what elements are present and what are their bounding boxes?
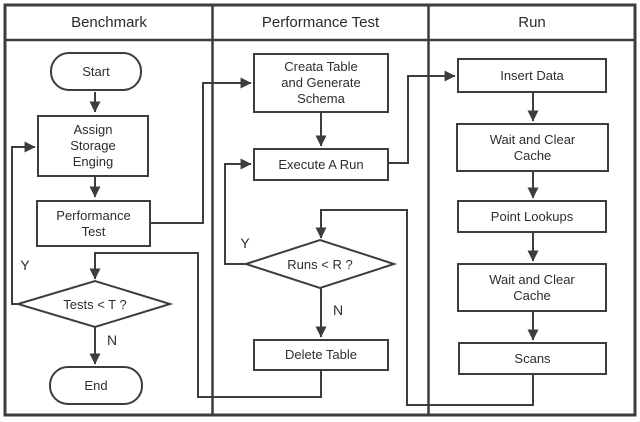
node-label: Delete Table (284, 347, 358, 363)
decision-runs-diamond (242, 238, 398, 290)
node-label: Assign Storage Enging (70, 122, 116, 169)
node-label: Point Lookups (490, 208, 574, 224)
outer-border (3, 3, 637, 417)
node-runs-decision-label: Runs < R ? (287, 256, 353, 272)
node-label: Start (82, 63, 110, 79)
node-label: Wait and Clear Cache (489, 131, 576, 163)
edge-scans-to-runs-decision (315, 209, 534, 406)
edge-performance-test-to-create-table (151, 77, 252, 224)
node-start: Start (50, 52, 142, 91)
edge-execute-run-to-insert-data (389, 70, 456, 164)
edge-label-runs-no: N (332, 302, 344, 318)
lane-header-run: Run (518, 14, 546, 31)
node-label: Wait and Clear Cache (489, 271, 575, 303)
node-label: End (84, 377, 108, 393)
edge-delete-table-to-tests-decision (89, 252, 322, 398)
node-scans: Scans (458, 342, 607, 375)
lane-header-benchmark: Benchmark (71, 14, 147, 31)
node-execute-a-run: Execute A Run (253, 148, 389, 181)
node-label: Insert Data (500, 67, 564, 83)
node-point-lookups: Point Lookups (457, 200, 607, 233)
edge-runs-yes-to-execute-run (224, 158, 252, 265)
edge-label-tests-yes: Y (20, 257, 30, 273)
edge-label-tests-no: N (106, 332, 118, 348)
node-performance-test: Performance Test (36, 200, 151, 247)
node-create-table-generate-schema: Creata Table and Generate Schema (253, 53, 389, 113)
node-insert-data: Insert Data (457, 58, 607, 93)
node-label: Performance Test (56, 207, 131, 239)
node-label: Scans (514, 350, 551, 366)
node-end: End (49, 366, 143, 405)
edge-tests-yes-to-assign (11, 141, 36, 305)
node-assign-storage-engine: Assign Storage Enging (37, 115, 149, 177)
node-wait-and-clear-cache-1: Wait and Clear Cache (456, 123, 609, 172)
decision-tests-diamond (14, 279, 174, 329)
node-delete-table: Delete Table (253, 339, 389, 371)
edge-label-runs-yes: Y (240, 235, 250, 251)
lane-header-performance-test: Performance Test (261, 14, 380, 31)
node-label: Creata Table and Generate Schema (281, 59, 361, 106)
node-wait-and-clear-cache-2: Wait and Clear Cache (457, 263, 607, 312)
node-tests-decision-label: Tests < T ? (63, 296, 127, 312)
node-label: Execute A Run (278, 156, 364, 172)
